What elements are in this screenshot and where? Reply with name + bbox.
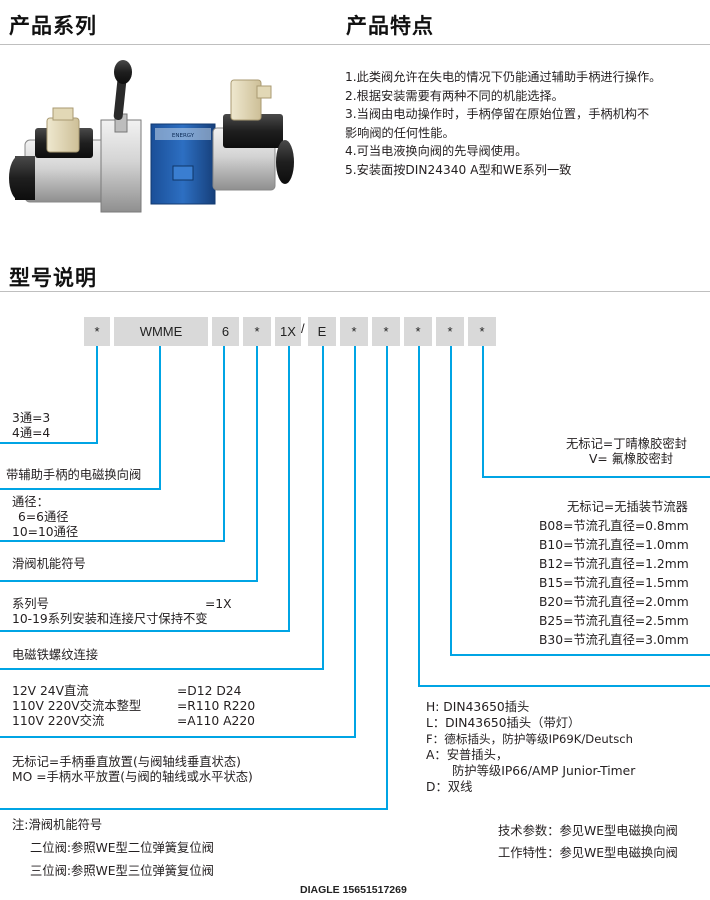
voltage-dc-label: 12V 24V直流 xyxy=(12,684,89,698)
code-box-throttle: * xyxy=(436,317,464,346)
work-characteristics: 工作特性：参见WE型电磁换向阀 xyxy=(498,846,678,860)
code-box-function: * xyxy=(243,317,271,346)
heading-model: 型号说明 xyxy=(9,266,97,290)
leader-type-v xyxy=(159,346,161,490)
leader-voltage-h xyxy=(0,736,356,738)
code-box-handle: * xyxy=(372,317,400,346)
size-heading: 通径： xyxy=(12,495,49,509)
series-heading: 系列号 xyxy=(12,597,49,611)
features-list: 1.此类阀允许在失电的情况下仍能通过辅助手柄进行操作。 2.根据安装需要有两种不… xyxy=(345,68,661,180)
divider-model xyxy=(0,291,710,292)
heading-products: 产品系列 xyxy=(9,14,97,38)
series-code: =1X xyxy=(205,597,232,611)
throttle-b15-option: B15=节流孔直径=1.5mm xyxy=(539,576,689,590)
leader-throttle-v xyxy=(450,346,452,656)
ways-option-3: 3通=3 xyxy=(12,411,51,425)
valve-product-image: ENERGY xyxy=(9,60,294,213)
code-box-seal: * xyxy=(468,317,496,346)
code-box-size: 6 xyxy=(212,317,239,346)
throttle-b20-option: B20=节流孔直径=2.0mm xyxy=(539,595,689,609)
series-note: 10-19系列安装和连接尺寸保持不变 xyxy=(12,612,208,626)
throttle-b25-option: B25=节流孔直径=2.5mm xyxy=(539,614,689,628)
code-box-ways: * xyxy=(84,317,110,346)
valve-type-label: 带辅助手柄的电磁换向阀 xyxy=(6,468,142,482)
code-box-thread: E xyxy=(308,317,336,346)
seal-fkm-option: V= 氟橡胶密封 xyxy=(589,452,674,466)
throttle-none-option: 无标记=无插装节流器 xyxy=(567,500,688,514)
plug-d-option: D：双线 xyxy=(426,780,473,794)
feature-line-6: 5.安装面按DIN24340 A型和WE系列一致 xyxy=(345,162,572,177)
code-box-voltage: * xyxy=(340,317,368,346)
leader-throttle-h xyxy=(450,654,710,656)
leader-function-v xyxy=(256,346,258,582)
plug-f-option: F：德标插头，防护等级IP69K/Deutsch xyxy=(426,732,633,746)
note-three-position: 三位阀:参照WE型三位弹簧复位阀 xyxy=(30,864,214,878)
note-heading: 注:滑阀机能符号 xyxy=(12,818,103,832)
ways-option-4: 4通=4 xyxy=(12,426,51,440)
function-symbol-label: 滑阀机能符号 xyxy=(12,557,86,571)
leader-ways-v xyxy=(96,346,98,444)
code-separator: / xyxy=(301,321,305,336)
feature-line-4: 影响阀的任何性能。 xyxy=(345,125,455,140)
throttle-b08-option: B08=节流孔直径=0.8mm xyxy=(539,519,689,533)
code-box-series: 1X xyxy=(275,317,301,346)
plug-l-option: L：DIN43650插头（带灯） xyxy=(426,716,581,730)
code-box-type: WMME xyxy=(114,317,208,346)
leader-thread-v xyxy=(322,346,324,670)
voltage-dc-code: =D12 D24 xyxy=(177,684,242,698)
leader-series-h xyxy=(0,630,290,632)
voltage-rect-label: 110V 220V交流本整型 xyxy=(12,699,142,713)
valve-plate-label: ENERGY xyxy=(172,133,195,139)
handle-horizontal-option: MO =手柄水平放置(与阀的轴线或水平状态) xyxy=(12,770,253,784)
handle-vertical-option: 无标记=手柄垂直放置(与阀轴线垂直状态) xyxy=(12,755,241,769)
throttle-b30-option: B30=节流孔直径=3.0mm xyxy=(539,633,689,647)
leader-handle-h xyxy=(0,808,388,810)
size-option-10: 10=10通径 xyxy=(12,525,79,539)
leader-ways-h xyxy=(0,442,98,444)
feature-line-2: 2.根据安装需要有两种不同的机能选择。 xyxy=(345,88,564,103)
leader-type-h xyxy=(0,488,161,490)
leader-series-v xyxy=(288,346,290,632)
leader-seal-h xyxy=(482,476,710,478)
leader-voltage-v xyxy=(354,346,356,738)
feature-line-1: 1.此类阀允许在失电的情况下仍能通过辅助手柄进行操作。 xyxy=(345,70,662,84)
voltage-rect-code: =R110 R220 xyxy=(177,699,256,713)
leader-size-h xyxy=(0,540,225,542)
plug-a-option: A：安普插头， xyxy=(426,748,509,762)
tech-params: 技术参数：参见WE型电磁换向阀 xyxy=(498,824,678,838)
code-box-plug: * xyxy=(404,317,432,346)
seal-nbr-option: 无标记=丁晴橡胶密封 xyxy=(566,437,687,451)
leader-thread-h xyxy=(0,668,324,670)
feature-line-5: 4.可当电液换向阀的先导阀使用。 xyxy=(345,144,528,159)
feature-line-3: 3.当阀由电动操作时，手柄停留在原始位置，手柄机构不 xyxy=(345,107,650,122)
divider-top xyxy=(0,44,710,45)
leader-function-h xyxy=(0,580,258,582)
voltage-ac-label: 110V 220V交流 xyxy=(12,714,105,728)
voltage-ac-code: =A110 A220 xyxy=(177,714,255,728)
size-option-6: 6=6通径 xyxy=(18,510,69,524)
leader-size-v xyxy=(223,346,225,542)
leader-handle-v xyxy=(386,346,388,810)
leader-seal-v xyxy=(482,346,484,478)
plug-h-option: H: DIN43650插头 xyxy=(426,700,530,714)
throttle-b12-option: B12=节流孔直径=1.2mm xyxy=(539,557,689,571)
footer-contact: DIAGLE 15651517269 xyxy=(300,884,407,896)
leader-plug-h xyxy=(418,685,710,687)
throttle-b10-option: B10=节流孔直径=1.0mm xyxy=(539,538,689,552)
plug-a-protection: 防护等级IP66/AMP Junior-Timer xyxy=(452,764,636,778)
leader-plug-v xyxy=(418,346,420,687)
note-two-position: 二位阀:参照WE型二位弹簧复位阀 xyxy=(30,841,214,855)
thread-label: 电磁铁螺纹连接 xyxy=(12,648,99,662)
heading-features: 产品特点 xyxy=(346,14,434,38)
